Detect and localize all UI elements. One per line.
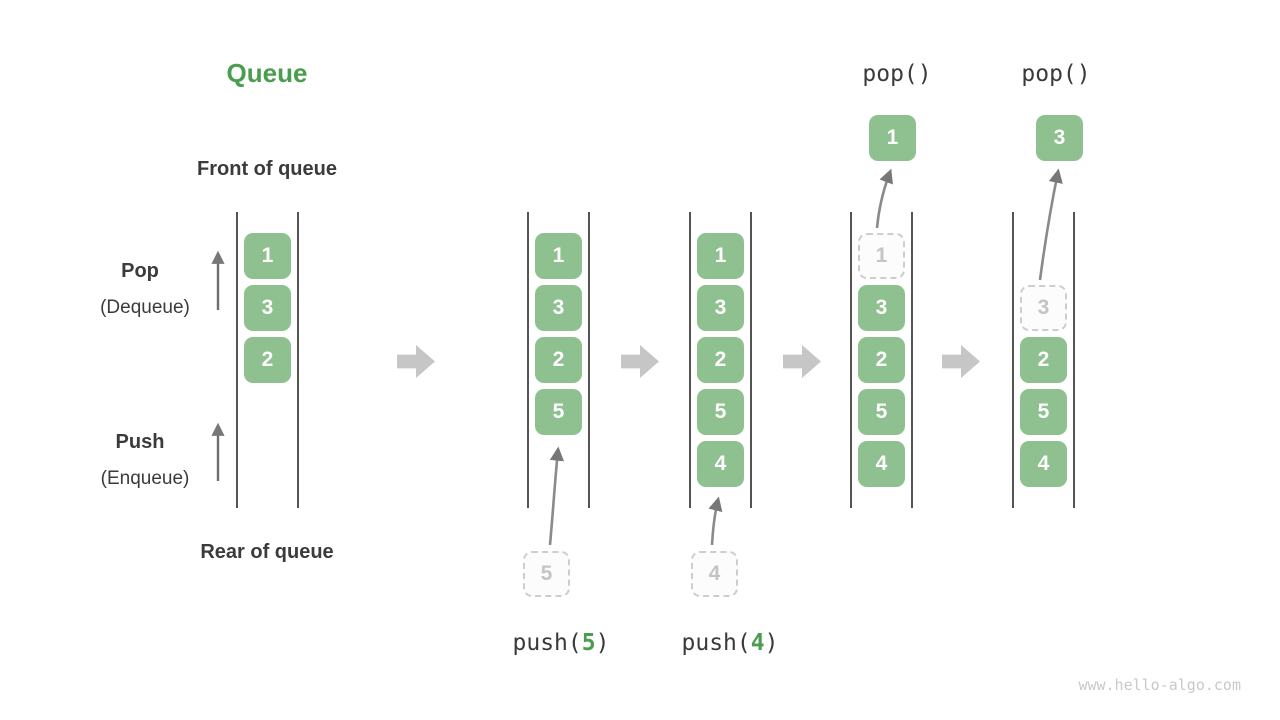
pop-label-1: pop() <box>862 61 932 87</box>
pop-1-arrow-icon <box>875 168 893 229</box>
push-label-pre: push( <box>512 630 582 656</box>
label-pop: Pop <box>121 260 159 282</box>
push-5-label: push(5) <box>513 630 610 656</box>
queue-rail <box>1073 212 1075 508</box>
push-5-arrow-icon <box>548 446 565 546</box>
queue-rail <box>236 212 238 508</box>
push-label-post: ) <box>595 630 610 656</box>
next-state-arrow-icon <box>621 345 659 378</box>
queue-item: 3 <box>535 285 582 331</box>
queue-item: 3 <box>697 285 744 331</box>
push-4-label: push(4) <box>682 630 779 656</box>
queue-item: 3 <box>858 285 905 331</box>
staged-push-item: 4 <box>691 551 738 597</box>
page-title: Queue <box>226 58 308 88</box>
staged-push-item: 5 <box>523 551 570 597</box>
popped-item: 3 <box>1036 115 1083 161</box>
label-enqueue: (Enqueue) <box>100 468 190 489</box>
watermark: www.hello-algo.com <box>1078 676 1241 694</box>
label-dequeue: (Dequeue) <box>100 297 190 318</box>
push-4-arrow-icon <box>708 496 723 546</box>
queue-rail <box>588 212 590 508</box>
queue-rail <box>527 212 529 508</box>
queue-item: 4 <box>697 441 744 487</box>
label-rear-of-queue: Rear of queue <box>200 541 334 563</box>
label-front-of-queue: Front of queue <box>197 158 337 180</box>
queue-item-removed: 3 <box>1020 285 1067 331</box>
push-label-pre: push( <box>681 630 751 656</box>
next-state-arrow-icon <box>942 345 980 378</box>
queue-item: 4 <box>1020 441 1067 487</box>
queue-item: 1 <box>535 233 582 279</box>
queue-item: 2 <box>1020 337 1067 383</box>
queue-item: 3 <box>244 285 291 331</box>
queue-item: 5 <box>697 389 744 435</box>
queue-item: 5 <box>858 389 905 435</box>
queue-item: 5 <box>535 389 582 435</box>
pop-3-arrow-icon <box>1038 168 1063 281</box>
queue-rail <box>750 212 752 508</box>
queue-item: 2 <box>697 337 744 383</box>
queue-item-removed: 1 <box>858 233 905 279</box>
pop-label-2: pop() <box>1021 61 1091 87</box>
queue-item: 1 <box>697 233 744 279</box>
queue-rail <box>850 212 852 508</box>
push-label-arg: 4 <box>750 630 765 656</box>
push-label-post: ) <box>764 630 779 656</box>
queue-item: 1 <box>244 233 291 279</box>
queue-rail <box>297 212 299 508</box>
queue-item: 2 <box>858 337 905 383</box>
queue-rail <box>1012 212 1014 508</box>
next-state-arrow-icon <box>783 345 821 378</box>
push-label-arg: 5 <box>581 630 596 656</box>
queue-item: 5 <box>1020 389 1067 435</box>
queue-item: 2 <box>535 337 582 383</box>
label-push: Push <box>115 431 165 453</box>
queue-rail <box>911 212 913 508</box>
queue-item: 4 <box>858 441 905 487</box>
next-state-arrow-icon <box>397 345 435 378</box>
queue-item: 2 <box>244 337 291 383</box>
popped-item: 1 <box>869 115 916 161</box>
queue-rail <box>689 212 691 508</box>
